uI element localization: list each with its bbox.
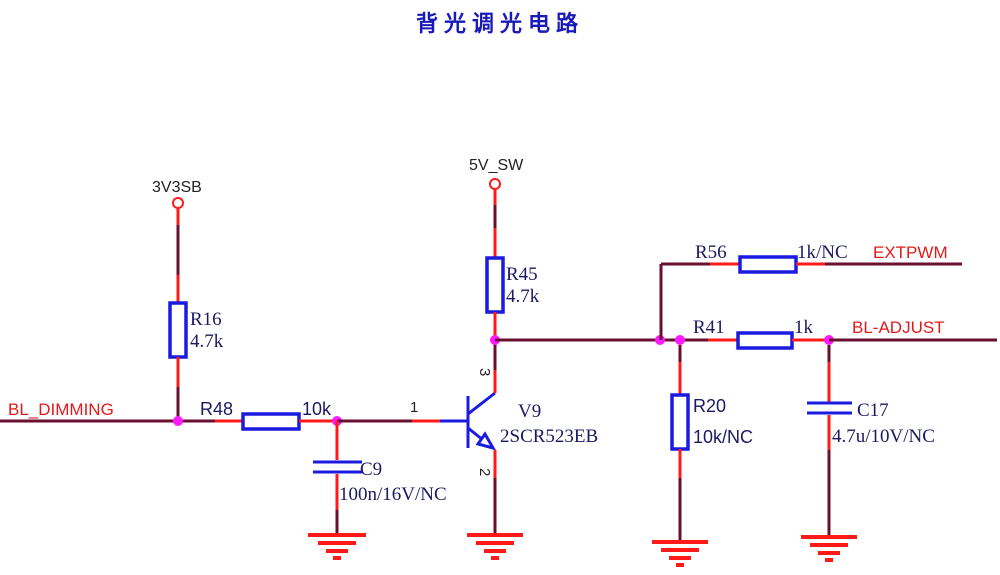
power-5v-sw: 5V_SW bbox=[469, 157, 524, 258]
resistor-icon bbox=[241, 412, 301, 431]
r56-ref: R56 bbox=[695, 242, 727, 263]
c17-value: 4.7u/10V/NC bbox=[832, 426, 935, 447]
v9-pin-base: 1 bbox=[410, 399, 418, 416]
ground-icon bbox=[801, 535, 857, 562]
r41-ref: R41 bbox=[693, 317, 725, 338]
ground-icon bbox=[467, 533, 523, 560]
ground-icon bbox=[652, 540, 708, 567]
resistor-icon bbox=[485, 256, 505, 314]
transistor-v9: 1 V9 2SCR523EB 3 2 bbox=[410, 342, 598, 533]
net-label-bl-dimming: BL_DIMMING bbox=[8, 400, 114, 419]
junction-dot bbox=[173, 416, 183, 426]
junction-dot bbox=[675, 335, 685, 345]
r45-value: 4.7k bbox=[506, 286, 540, 307]
ground-icon bbox=[308, 533, 366, 560]
resistor-r48: R48 10k bbox=[200, 399, 337, 431]
net-label-extpwm: EXTPWM bbox=[873, 243, 948, 262]
resistor-r41: R41 1k bbox=[693, 317, 828, 350]
capacitor-c17: C17 4.7u/10V/NC bbox=[807, 345, 935, 535]
power-label-5v-sw: 5V_SW bbox=[469, 157, 524, 174]
resistor-icon bbox=[670, 393, 690, 451]
resistor-icon bbox=[168, 301, 188, 359]
resistor-r56: R56 1k/NC bbox=[659, 242, 962, 340]
r56-value: 1k/NC bbox=[797, 242, 848, 263]
r48-value: 10k bbox=[302, 399, 332, 419]
power-port-icon bbox=[172, 197, 184, 209]
power-port-icon bbox=[489, 178, 501, 190]
r16-ref: R16 bbox=[190, 309, 222, 330]
c9-ref: C9 bbox=[360, 459, 382, 480]
r16-value: 4.7k bbox=[190, 331, 224, 352]
r48-ref: R48 bbox=[200, 399, 233, 419]
net-label-bl-adjust: BL-ADJUST bbox=[852, 318, 945, 337]
power-label-3v3sb: 3V3SB bbox=[152, 179, 202, 196]
power-3v3sb: 3V3SB bbox=[152, 179, 202, 303]
r45-ref: R45 bbox=[506, 264, 538, 285]
c17-ref: C17 bbox=[857, 400, 889, 421]
resistor-icon bbox=[738, 255, 798, 274]
v9-ref: V9 bbox=[518, 401, 541, 422]
c9-value: 100n/16V/NC bbox=[339, 484, 447, 505]
resistor-r45: R45 4.7k bbox=[485, 256, 540, 340]
capacitor-c9: C9 100n/16V/NC bbox=[313, 421, 447, 533]
r41-value: 1k bbox=[794, 317, 814, 338]
diagram-title: 背光调光电路 bbox=[415, 11, 584, 37]
r20-ref: R20 bbox=[693, 396, 726, 416]
v9-pin-emitter: 2 bbox=[476, 468, 493, 476]
resistor-icon bbox=[736, 331, 794, 350]
resistor-r16: R16 4.7k bbox=[168, 301, 224, 420]
v9-pin-collector: 3 bbox=[476, 368, 493, 376]
v9-value: 2SCR523EB bbox=[500, 426, 598, 447]
resistor-r20: R20 10k/NC bbox=[670, 345, 753, 540]
r20-value: 10k/NC bbox=[693, 427, 753, 447]
